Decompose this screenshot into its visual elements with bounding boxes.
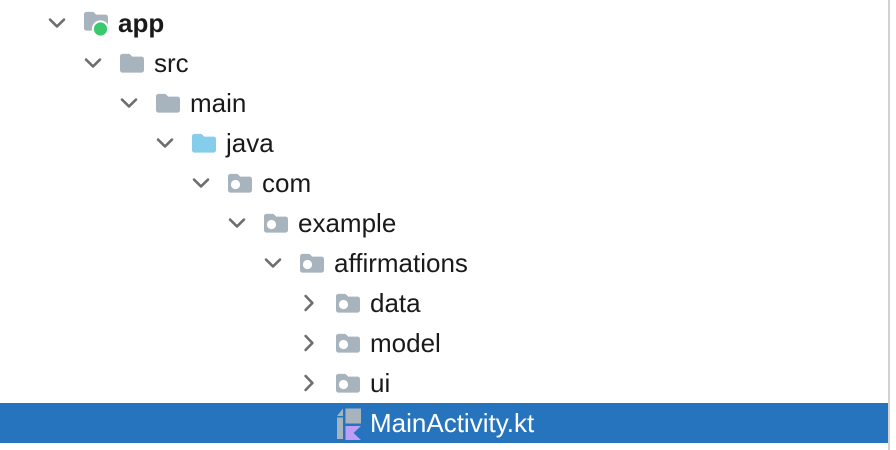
tree-row-java[interactable]: java: [0, 123, 888, 163]
package-icon: [298, 251, 326, 276]
chevron-down-icon[interactable]: [154, 137, 176, 149]
tree-item-label: data: [370, 288, 421, 318]
chevron-right-icon[interactable]: [298, 294, 320, 312]
folder-icon: [154, 91, 182, 116]
tree-row-data[interactable]: data: [0, 283, 888, 323]
chevron-down-icon[interactable]: [262, 257, 284, 269]
tree-item-label: main: [190, 88, 247, 118]
tree-item-label: example: [298, 208, 397, 238]
tree-row-src[interactable]: src: [0, 43, 888, 83]
module-folder-icon: [82, 9, 110, 38]
kotlin-file-icon: [334, 406, 362, 441]
tree-item-label: model: [370, 328, 441, 358]
package-icon: [226, 171, 254, 196]
package-icon: [334, 371, 362, 396]
package-icon: [262, 211, 290, 236]
chevron-right-icon[interactable]: [298, 334, 320, 352]
chevron-down-icon[interactable]: [46, 17, 68, 29]
tree-row-example[interactable]: example: [0, 203, 888, 243]
folder-icon: [118, 51, 146, 76]
tree-item-label: com: [262, 168, 312, 198]
chevron-right-icon[interactable]: [298, 374, 320, 392]
chevron-down-icon[interactable]: [118, 97, 140, 109]
chevron-down-icon[interactable]: [190, 177, 212, 189]
tree-item-label: java: [226, 128, 274, 158]
tree-row-main[interactable]: main: [0, 83, 888, 123]
tree-row-app[interactable]: app: [0, 3, 888, 43]
package-icon: [334, 331, 362, 356]
tree-item-label: ui: [370, 368, 391, 398]
tree-item-label: app: [118, 8, 165, 38]
tree-row-com[interactable]: com: [0, 163, 888, 203]
source-root-folder-icon: [190, 131, 218, 156]
tree-item-label: affirmations: [334, 248, 468, 278]
tree-row-ui[interactable]: ui: [0, 363, 888, 403]
tree-row-model[interactable]: model: [0, 323, 888, 363]
package-icon: [334, 291, 362, 316]
chevron-down-icon[interactable]: [82, 57, 104, 69]
tree-row-affirmations[interactable]: affirmations: [0, 243, 888, 283]
project-tree: app src main java com example: [0, 3, 888, 443]
chevron-down-icon[interactable]: [226, 217, 248, 229]
panel-divider[interactable]: [888, 0, 890, 450]
tree-item-label: MainActivity.kt: [370, 408, 535, 438]
tree-row-mainactivity-kt[interactable]: MainActivity.kt: [0, 403, 888, 443]
tree-item-label: src: [154, 48, 189, 78]
